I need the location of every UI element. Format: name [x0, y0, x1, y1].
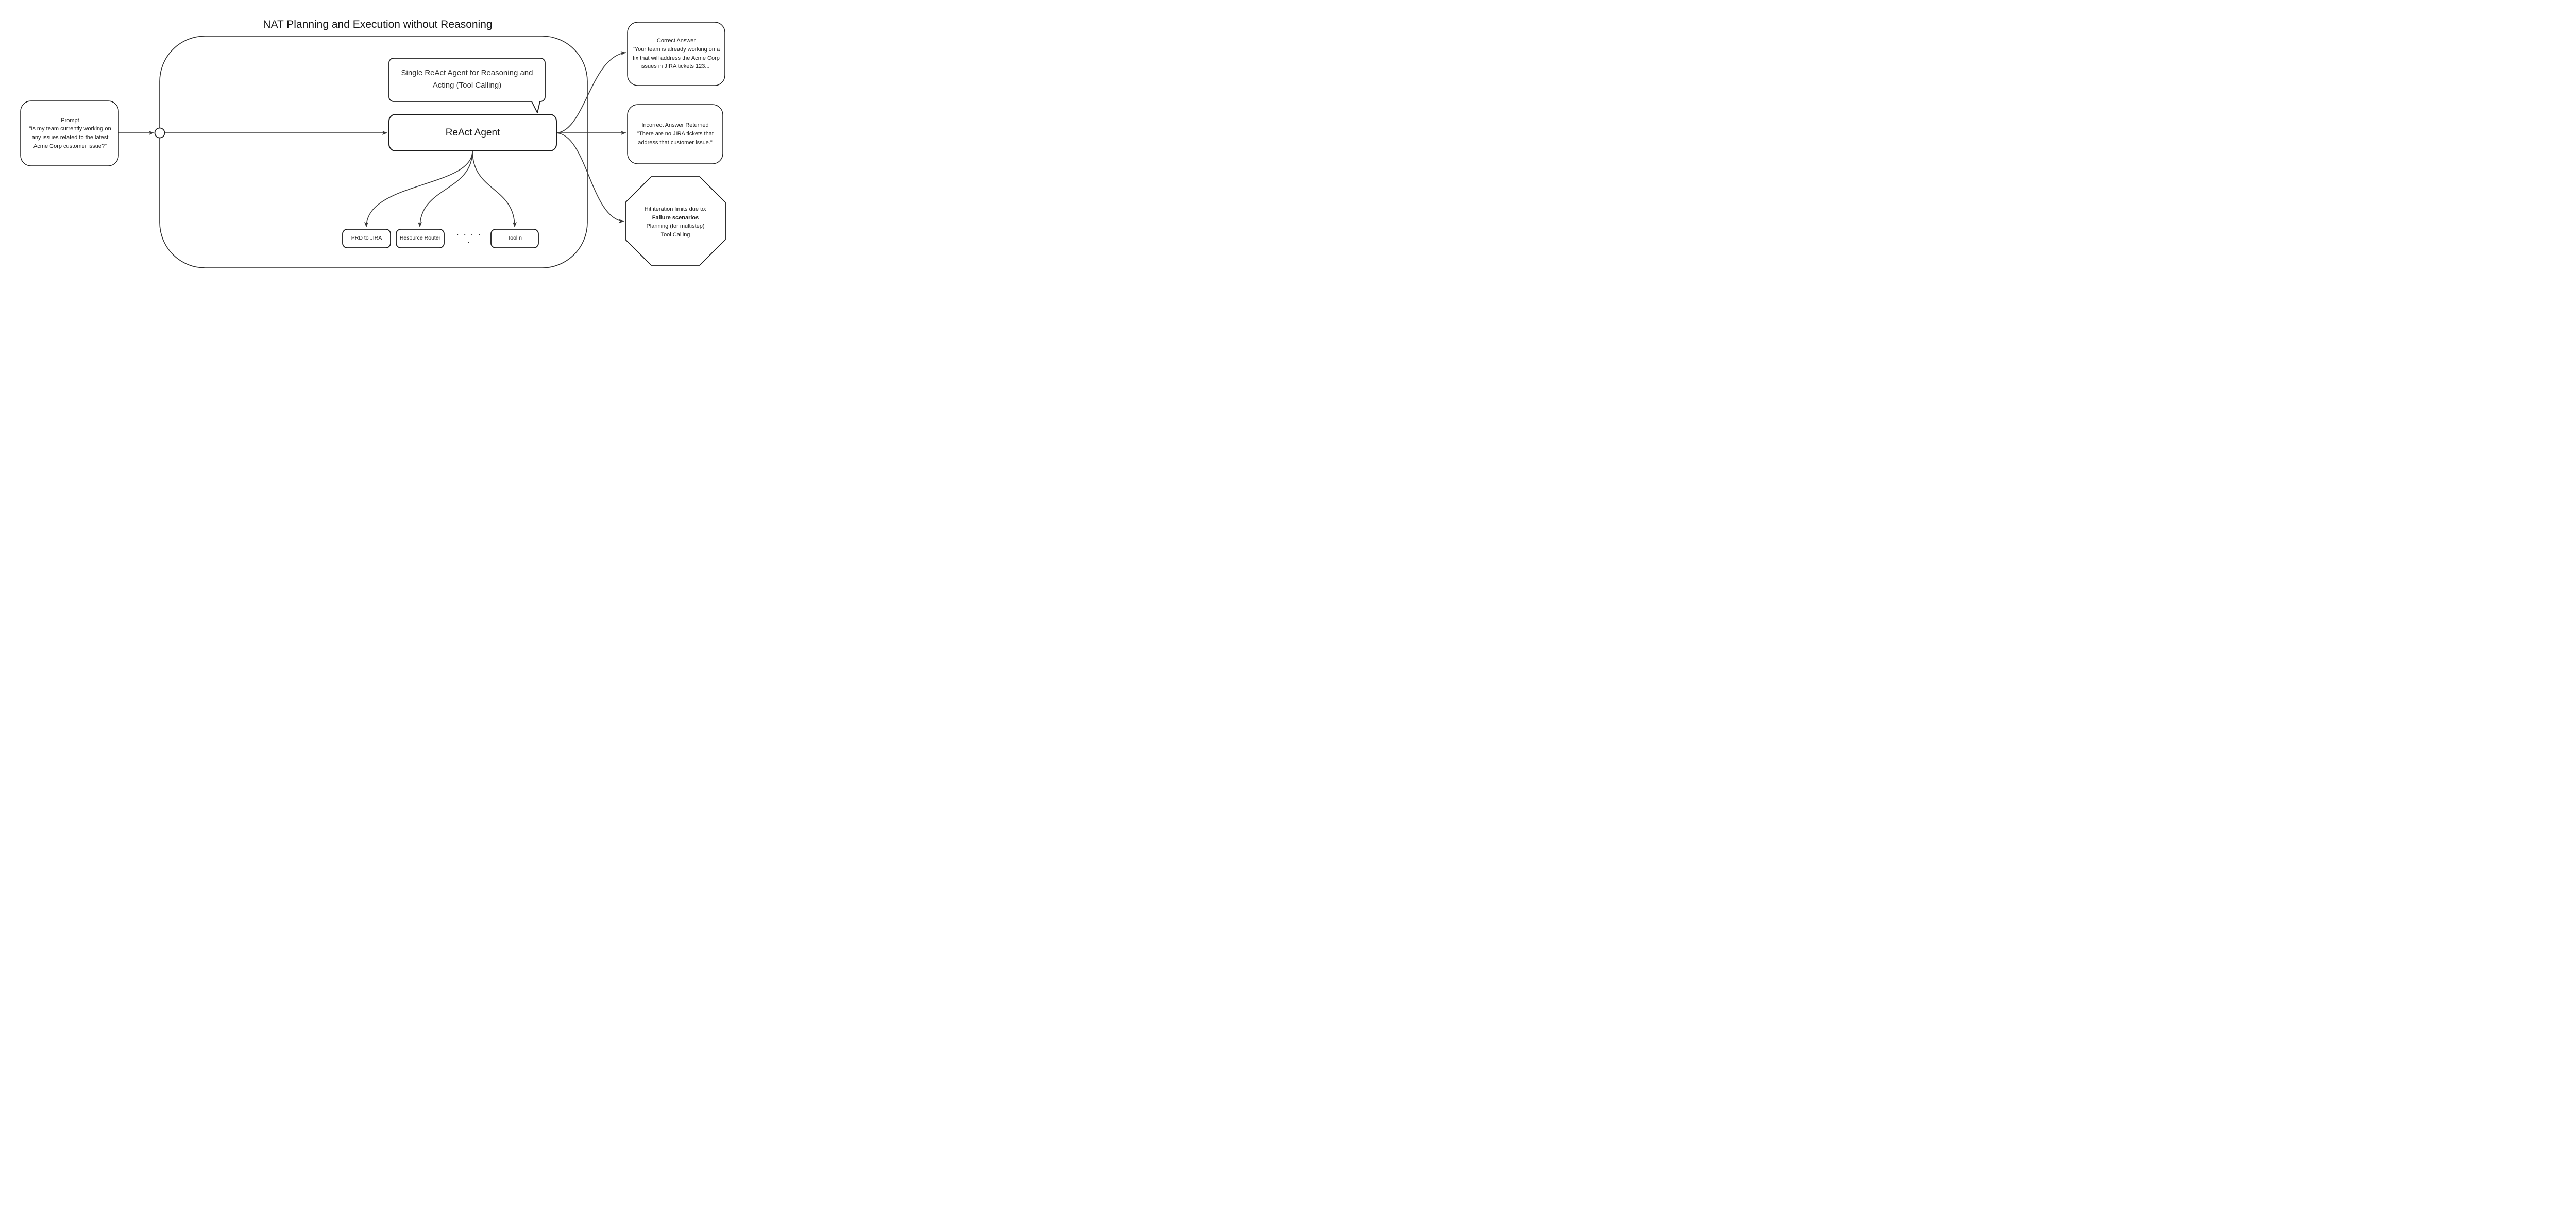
arrow-react-to-correct-answer: [556, 51, 626, 133]
react-agent-label: ReAct Agent: [445, 127, 500, 138]
tool-box-resource-router: [396, 229, 445, 248]
junction-circle: [154, 127, 165, 139]
arrow-react-to-tool-n: [472, 150, 517, 228]
arrow-react-to-failure-octagon: [556, 132, 624, 224]
incorrect-answer-quote: "There are no JIRA tickets that address …: [637, 131, 714, 146]
failure-line-4: Tool Calling: [660, 231, 690, 238]
failure-octagon: [625, 176, 726, 266]
arrow-react-to-prd-to-jira: [364, 150, 473, 228]
incorrect-answer-box: [627, 104, 723, 164]
incorrect-answer-title: Incorrect Answer Returned: [641, 122, 709, 129]
prompt-box-text: Prompt "Is my team currently working on …: [25, 103, 115, 164]
tool-box-prd-to-jira: [342, 229, 391, 248]
correct-answer-text: Correct Answer "Your team is already wor…: [632, 25, 721, 83]
failure-line-1: Hit iteration limits due to:: [644, 206, 707, 212]
tools-ellipsis: · · · · ·: [456, 231, 482, 246]
react-agent-box: [388, 114, 557, 151]
failure-line-2: Failure scenarios: [652, 214, 699, 221]
failure-octagon-text: Hit iteration limits due to: Failure sce…: [631, 196, 720, 248]
system-boundary-container: [159, 36, 588, 268]
failure-line-3: Planning (for multistep): [646, 223, 705, 229]
correct-answer-quote: "Your team is already working on a fix t…: [632, 46, 720, 70]
tool-box-tool-n: [490, 229, 539, 248]
speech-bubble: [388, 58, 546, 113]
diagram-canvas: NAT Planning and Execution without Reaso…: [0, 0, 808, 286]
diagram-title: NAT Planning and Execution without Reaso…: [263, 19, 493, 30]
prompt-box: [20, 100, 119, 166]
tool-label-resource-router: Resource Router: [399, 235, 441, 242]
arrow-react-to-resource-router: [418, 150, 473, 228]
correct-answer-title: Correct Answer: [656, 38, 696, 44]
correct-answer-box: [627, 22, 725, 86]
prompt-quote: "Is my team currently working on any iss…: [29, 126, 111, 149]
tool-label-prd-to-jira: PRD to JIRA: [351, 235, 382, 242]
incorrect-answer-text: Incorrect Answer Returned "There are no …: [632, 107, 719, 161]
prompt-label: Prompt: [61, 117, 79, 124]
speech-bubble-text: Single ReAct Agent for Reasoning and Act…: [401, 69, 533, 90]
diagram-shapes-layer: [20, 22, 726, 268]
tool-label-tool-n: Tool n: [507, 235, 522, 242]
